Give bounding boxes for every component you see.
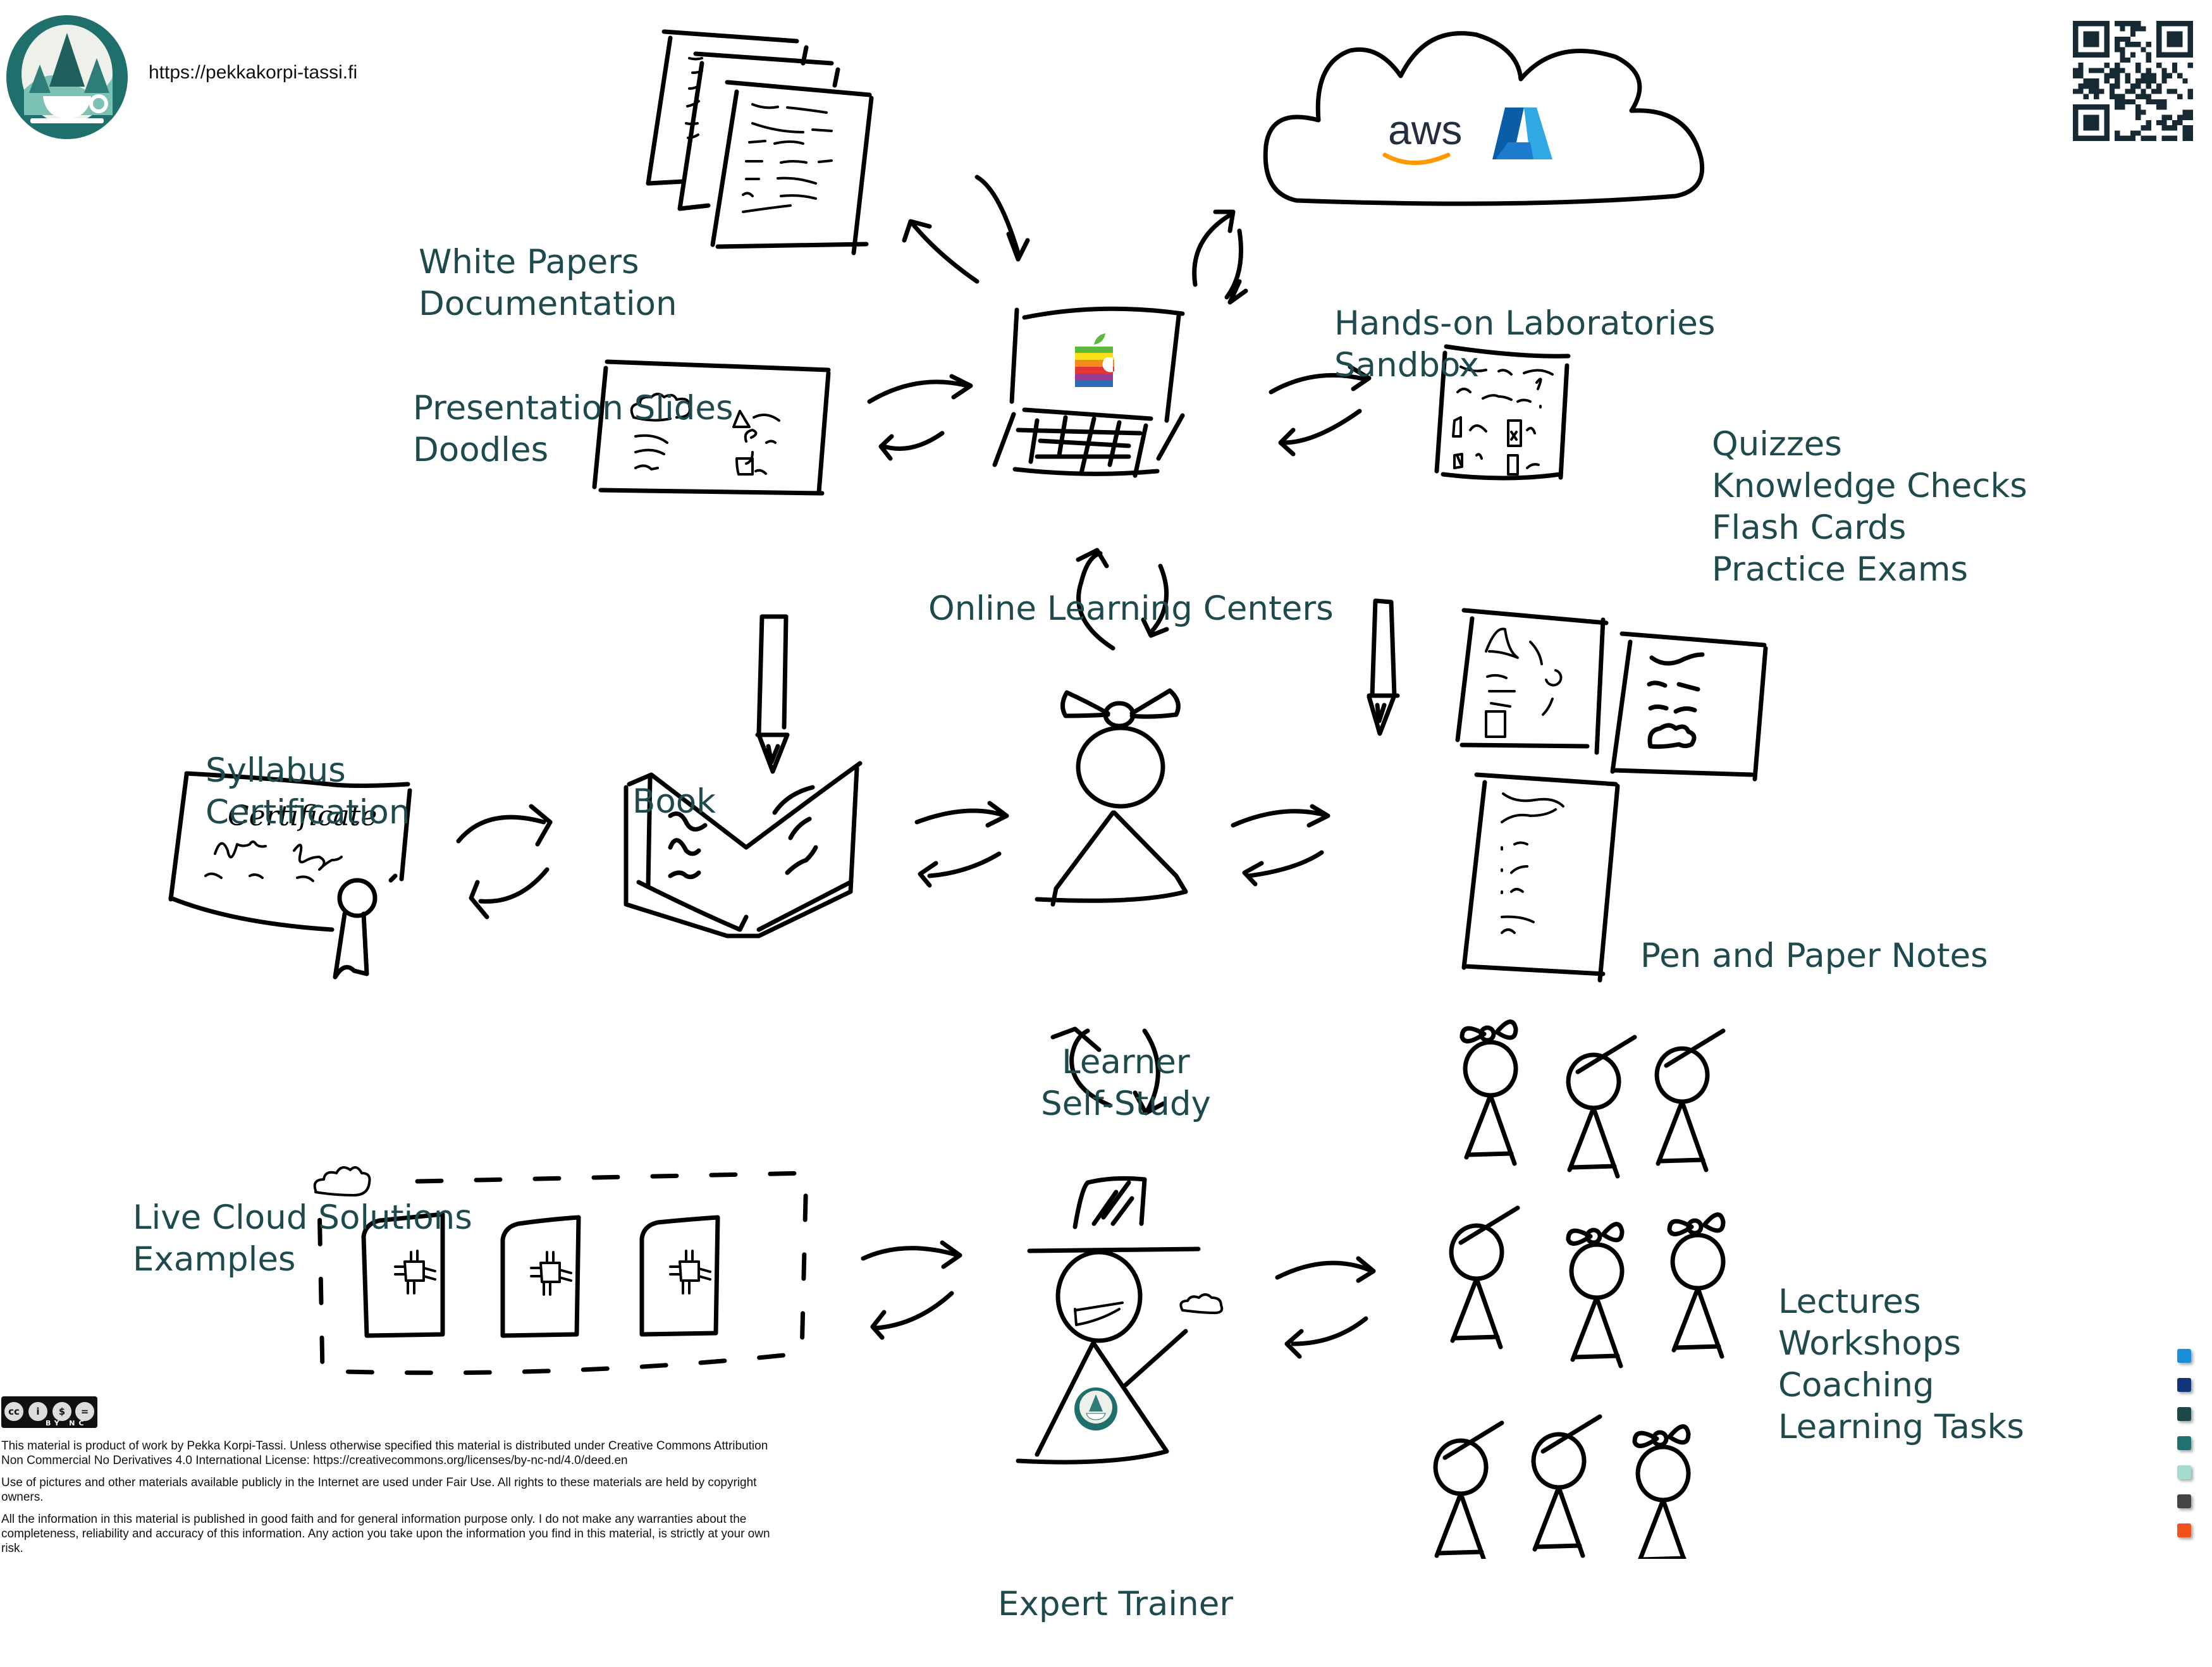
learning-diagram-sketch: aws Certificate <box>168 29 1768 1559</box>
azure-logo-icon <box>1492 108 1552 159</box>
quiz-sheet-icon <box>1434 344 1571 481</box>
notes-page-icon <box>1610 631 1768 782</box>
cycle-arrow-icon <box>914 801 1009 888</box>
cycle-arrow-icon <box>861 1240 962 1340</box>
pencil-icon <box>755 614 790 774</box>
color-swatch <box>2177 1465 2191 1479</box>
laptop-icon <box>992 306 1185 478</box>
pencil-icon <box>1367 598 1400 736</box>
student-figure <box>1654 1028 1726 1172</box>
open-book-icon <box>624 761 863 938</box>
cc-icon: cc <box>3 1400 25 1423</box>
student-figure <box>1449 1205 1520 1350</box>
apple-logo-icon <box>1075 333 1117 388</box>
creative-commons-badge-icon[interactable]: cc i $ = BY NC ND <box>1 1396 97 1436</box>
student-figure <box>1459 1019 1518 1166</box>
label-pen-paper-notes: Pen and Paper Notes <box>1640 937 1988 975</box>
color-swatch <box>2177 1523 2191 1537</box>
cycle-arrow-icon <box>1269 364 1372 457</box>
cycle-arrow-icon <box>867 374 973 461</box>
aws-logo-icon: aws <box>1388 106 1462 153</box>
cycle-arrow-icon <box>1231 804 1330 887</box>
student-figure <box>1667 1212 1726 1359</box>
label-book: Book <box>632 782 716 821</box>
website-url-link[interactable]: https://pekkakorpi-tassi.fi <box>149 62 358 83</box>
cloud-server-group-icon <box>313 1166 809 1375</box>
nd-icon: = <box>73 1400 96 1423</box>
disclaimer-paragraph: All the information in this material is … <box>1 1513 770 1555</box>
color-swatch <box>2177 1494 2191 1508</box>
nc-icon: $ <box>51 1400 73 1423</box>
color-swatch <box>2177 1378 2191 1392</box>
color-swatch <box>2177 1349 2191 1363</box>
server-chip-icon <box>639 1215 720 1337</box>
presentation-slide-icon <box>592 359 831 496</box>
label-expert-trainer: Expert Trainer <box>998 1585 1234 1623</box>
license-tags: BY NC ND <box>46 1419 88 1436</box>
cycle-arrow-icon <box>1076 548 1169 651</box>
student-figure <box>1632 1424 1691 1559</box>
server-chip-icon <box>500 1215 581 1338</box>
cycle-arrows <box>456 175 1376 1359</box>
student-figure <box>1531 1414 1602 1558</box>
server-chip-icon <box>361 1212 445 1338</box>
cloud-icon: aws <box>1263 31 1705 206</box>
label-online-learning-centers: Online Learning Centers <box>928 589 1334 628</box>
cycle-arrow-icon <box>456 804 553 920</box>
notes-page-icon <box>1455 608 1609 755</box>
learner-figure-icon <box>1035 688 1188 907</box>
cycle-arrow-icon <box>1192 209 1248 305</box>
license-paragraph: This material is product of work by Pekk… <box>1 1439 768 1467</box>
license-footer: This material is product of work by Pekk… <box>1 1439 785 1563</box>
certificate-icon: Certificate <box>168 771 412 980</box>
color-swatch <box>2177 1407 2191 1421</box>
student-figure <box>1566 1035 1637 1179</box>
fair-use-paragraph: Use of pictures and other materials avai… <box>1 1476 757 1504</box>
student-figure <box>1566 1222 1625 1369</box>
color-palette <box>2177 1349 2191 1553</box>
student-figure <box>1433 1420 1504 1559</box>
by-icon: i <box>27 1400 49 1423</box>
certificate-text: Certificate <box>228 800 377 832</box>
cycle-arrow-icon <box>902 175 1030 284</box>
expert-trainer-figure-icon <box>1016 1176 1224 1465</box>
cycle-arrow-icon <box>1050 1026 1166 1116</box>
color-swatch <box>2177 1436 2191 1450</box>
cycle-arrow-icon <box>1275 1256 1376 1359</box>
document-stack-icon <box>646 29 874 255</box>
notes-page-icon <box>1461 772 1620 983</box>
forest-coffee-cup-logo-icon <box>6 15 128 139</box>
qr-code-icon[interactable] <box>2067 16 2199 146</box>
student-group-icon <box>1433 1019 1726 1559</box>
